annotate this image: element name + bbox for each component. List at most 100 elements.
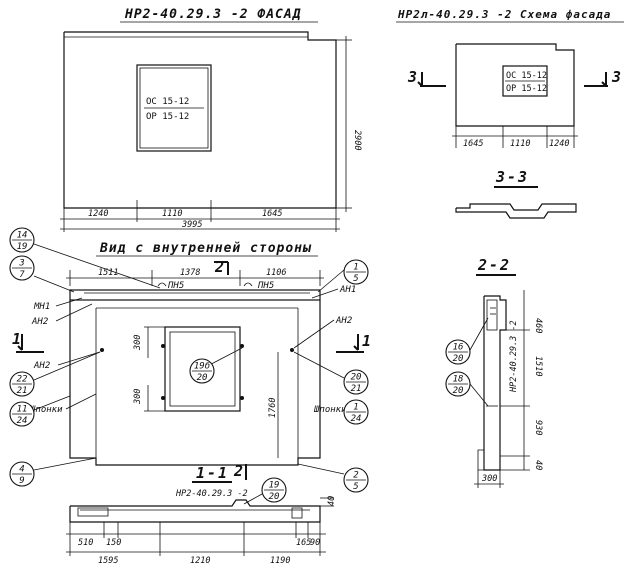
callout-layer: 141937222111244915202112425192019б201620…	[9, 227, 471, 503]
facade-outline	[63, 31, 337, 209]
dim-1645b: 1645	[463, 139, 483, 149]
an2-label-left-2: АН2	[33, 361, 50, 371]
section-1-1-mark: НР2-40.29.3 -2	[175, 489, 248, 499]
callout-sheet-number: 16	[453, 343, 464, 353]
anchor-dot	[240, 396, 244, 400]
callout-sheet-number: 3	[18, 259, 24, 269]
section-2-2: 2-2 НР2-40.29.3 -2 460 1510 930 40 300	[469, 256, 543, 488]
anchor-dot	[161, 344, 165, 348]
scheme-view: НР2л-40.29.3 -2 Схема фасада ОС 15-12 ОР…	[396, 8, 624, 149]
callout-detail-number: 20	[453, 386, 464, 396]
dim-1190: 1190	[270, 556, 290, 566]
dim-510: 510	[78, 538, 93, 548]
callout-detail-number: 24	[17, 416, 28, 426]
facade-title: НР2-40.29.3 -2 ФАСАД	[124, 7, 302, 22]
callout-sheet-number: 18	[453, 375, 464, 385]
dim-40b: 40	[533, 460, 543, 470]
leader	[33, 351, 101, 381]
facade-window	[136, 64, 212, 152]
facade-window-mark-2: ОР 15-12	[146, 112, 189, 122]
leader	[469, 317, 489, 351]
an1-label: АН1	[339, 285, 356, 295]
anchor-dot	[240, 344, 244, 348]
section-1-1: 1-1 2 НР2-40.29.3 -2 40 510 150 165 90 1…	[66, 462, 337, 566]
callout-detail-number: 21	[351, 384, 362, 394]
callout-sheet-number: 1	[353, 263, 358, 273]
dim-1595: 1595	[98, 556, 118, 566]
inner-panel-outline	[69, 300, 321, 466]
cut-2-top: 2	[214, 258, 226, 276]
facade-window-frame	[139, 67, 209, 149]
dim-300b: 300	[133, 389, 143, 405]
callout-sheet-number: 20	[351, 373, 362, 383]
leader	[55, 303, 93, 322]
dim-930: 930	[533, 420, 543, 435]
section-1-1-key-right	[291, 507, 303, 519]
dim-1240: 1240	[88, 209, 108, 219]
callout-detail-number: 5	[353, 482, 358, 492]
inner-view: Вид с внутренней стороны 1511 1378 1106 …	[12, 241, 373, 475]
callout-detail-number: 20	[197, 373, 208, 383]
callout-circle: 37	[9, 255, 35, 281]
dim-1378: 1378	[180, 268, 200, 278]
scheme-window-mark-2: ОР 15-12	[506, 84, 547, 94]
leader	[243, 493, 263, 505]
callout-detail-number: 24	[351, 414, 362, 424]
dim-40: 40	[327, 496, 337, 506]
callout-sheet-number: 19б	[194, 361, 210, 372]
leader	[57, 351, 101, 366]
cut-arrow-head	[353, 345, 359, 351]
anchor-dot	[290, 348, 294, 352]
dim-3995: 3995	[181, 220, 202, 230]
cut-3-left: 3	[407, 68, 419, 86]
callout-sheet-number: 4	[19, 465, 24, 475]
pn5-label-right: ПН5	[257, 281, 274, 291]
callout-sheet-number: 19	[269, 481, 280, 491]
cut-1-right: 1	[362, 332, 373, 350]
callout-circle: 15	[343, 259, 369, 285]
dim-1645: 1645	[262, 209, 282, 219]
dim-1110: 1110	[162, 209, 182, 219]
an2-label-left: АН2	[31, 317, 48, 327]
section-2-2-top-detail	[486, 299, 498, 331]
scheme-window-mark-1: ОС 15-12	[506, 71, 547, 81]
leader	[33, 243, 161, 289]
callout-detail-number: 7	[19, 270, 25, 280]
callout-circle: 25	[343, 467, 369, 493]
scheme-title: НР2л-40.29.3 -2 Схема фасада	[397, 8, 611, 21]
dim-300a: 300	[133, 335, 143, 351]
callout-detail-number: 5	[353, 274, 358, 284]
anchor-dot	[161, 396, 165, 400]
pn5-hook-right	[243, 282, 253, 287]
leader	[33, 395, 71, 411]
dim-1760: 1760	[268, 398, 278, 418]
section-3-3-profile	[455, 203, 577, 219]
leader	[469, 383, 489, 407]
cut-2-bottom: 2	[233, 462, 245, 480]
dim-1510: 1510	[533, 356, 543, 376]
cut-arrow-head	[17, 345, 23, 351]
callout-sheet-number: 14	[17, 231, 28, 241]
leader	[33, 457, 97, 471]
shponki-label-right: Шпонки	[313, 405, 347, 415]
dim-460: 460	[533, 318, 543, 333]
leader	[317, 269, 345, 293]
callout-detail-number: 20	[453, 354, 464, 364]
section-2-2-bottom-detail	[477, 449, 484, 471]
leader	[297, 463, 345, 475]
mn1-label: МН1	[33, 302, 50, 312]
leader	[65, 393, 97, 410]
dim-300-s22: 300	[481, 474, 497, 484]
callout-sheet-number: 11	[17, 405, 28, 415]
section-1-1-key-left	[77, 507, 109, 517]
callout-detail-number: 19	[17, 242, 28, 252]
dim-1240b: 1240	[549, 139, 569, 149]
leader	[55, 297, 83, 307]
